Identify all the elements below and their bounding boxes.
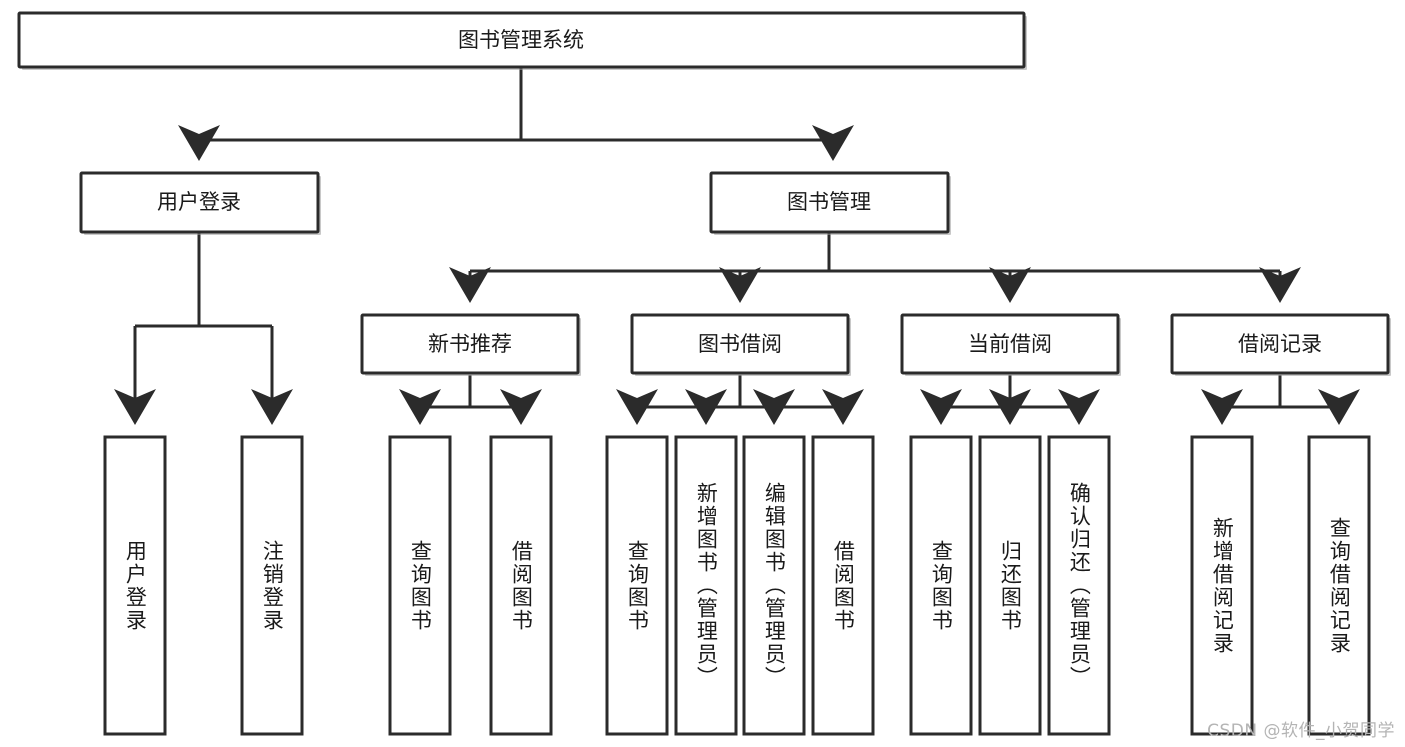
- node-new-book-recommend-label: 新书推荐: [428, 332, 512, 356]
- leaf-label-bookborrow-query: 查询图书: [625, 539, 650, 632]
- node-book-management[interactable]: 图书管理: [709, 171, 951, 235]
- edges-newbook-to-leaves: [399, 375, 542, 425]
- leaf-label-user-login-login: 用户登录: [123, 539, 148, 632]
- leaf-label-currentborrow-return: 归还图书: [998, 539, 1023, 632]
- edges-bookborrow-to-leaves: [616, 375, 864, 425]
- edges-borrowrecord-to-leaves: [1201, 375, 1360, 425]
- node-current-borrow-label: 当前借阅: [968, 332, 1052, 356]
- watermark-text: CSDN @软件_小贺同学: [1207, 721, 1395, 741]
- leaf-label-bookborrow-borrow: 借阅图书: [831, 539, 856, 632]
- leaf-box-borrowrecord-query[interactable]: [1307, 435, 1371, 736]
- node-borrow-record-label: 借阅记录: [1238, 332, 1322, 356]
- leaf-label-bookborrow-add: 新增图书（管理员）: [694, 482, 719, 689]
- leaf-label-borrowrecord-add: 新增借阅记录: [1210, 516, 1235, 655]
- leaf-box-bookborrow-edit[interactable]: [742, 435, 806, 736]
- leaf-box-currentborrow-return[interactable]: [978, 435, 1042, 736]
- leaf-box-bookborrow-add[interactable]: [674, 435, 738, 736]
- leaf-label-currentborrow-confirm: 确认归还（管理员）: [1067, 482, 1092, 689]
- node-book-borrow[interactable]: 图书借阅: [630, 313, 851, 376]
- leaf-box-user-login-logout[interactable]: [240, 435, 304, 736]
- edges-root-to-level2: [178, 67, 854, 161]
- leaf-box-currentborrow-confirm[interactable]: [1047, 435, 1111, 736]
- leaf-box-currentborrow-query[interactable]: [909, 435, 973, 736]
- leaf-box-borrowrecord-add[interactable]: [1190, 435, 1254, 736]
- leaf-box-bookborrow-query[interactable]: [605, 435, 669, 736]
- edges-bookmgmt-to-level3: [449, 232, 1301, 303]
- node-book-borrow-label: 图书借阅: [698, 332, 782, 356]
- leaf-label-newbook-borrow: 借阅图书: [509, 539, 534, 632]
- leaf-box-bookborrow-borrow[interactable]: [811, 435, 875, 736]
- leaf-label-newbook-query: 查询图书: [408, 539, 433, 632]
- leaf-label-bookborrow-edit: 编辑图书（管理员）: [762, 482, 787, 689]
- leaf-label-currentborrow-query: 查询图书: [929, 539, 954, 632]
- node-new-book-recommend[interactable]: 新书推荐: [360, 313, 581, 376]
- leaf-label-user-login-logout: 注销登录: [260, 539, 285, 632]
- node-root-label: 图书管理系统: [458, 28, 584, 52]
- leaf-box-newbook-borrow[interactable]: [489, 435, 553, 736]
- node-root[interactable]: 图书管理系统: [17, 11, 1027, 70]
- leaf-box-newbook-query[interactable]: [388, 435, 452, 736]
- node-user-login[interactable]: 用户登录: [79, 171, 321, 235]
- leaf-box-user-login-login[interactable]: [103, 435, 167, 736]
- node-borrow-record[interactable]: 借阅记录: [1170, 313, 1391, 376]
- node-user-login-label: 用户登录: [157, 190, 241, 214]
- node-current-borrow[interactable]: 当前借阅: [900, 313, 1121, 376]
- edges-userlogin-to-leaves: [114, 232, 293, 425]
- node-book-management-label: 图书管理: [787, 190, 871, 214]
- leaf-label-borrowrecord-query: 查询借阅记录: [1327, 516, 1352, 655]
- edges-currentborrow-to-leaves: [920, 375, 1100, 425]
